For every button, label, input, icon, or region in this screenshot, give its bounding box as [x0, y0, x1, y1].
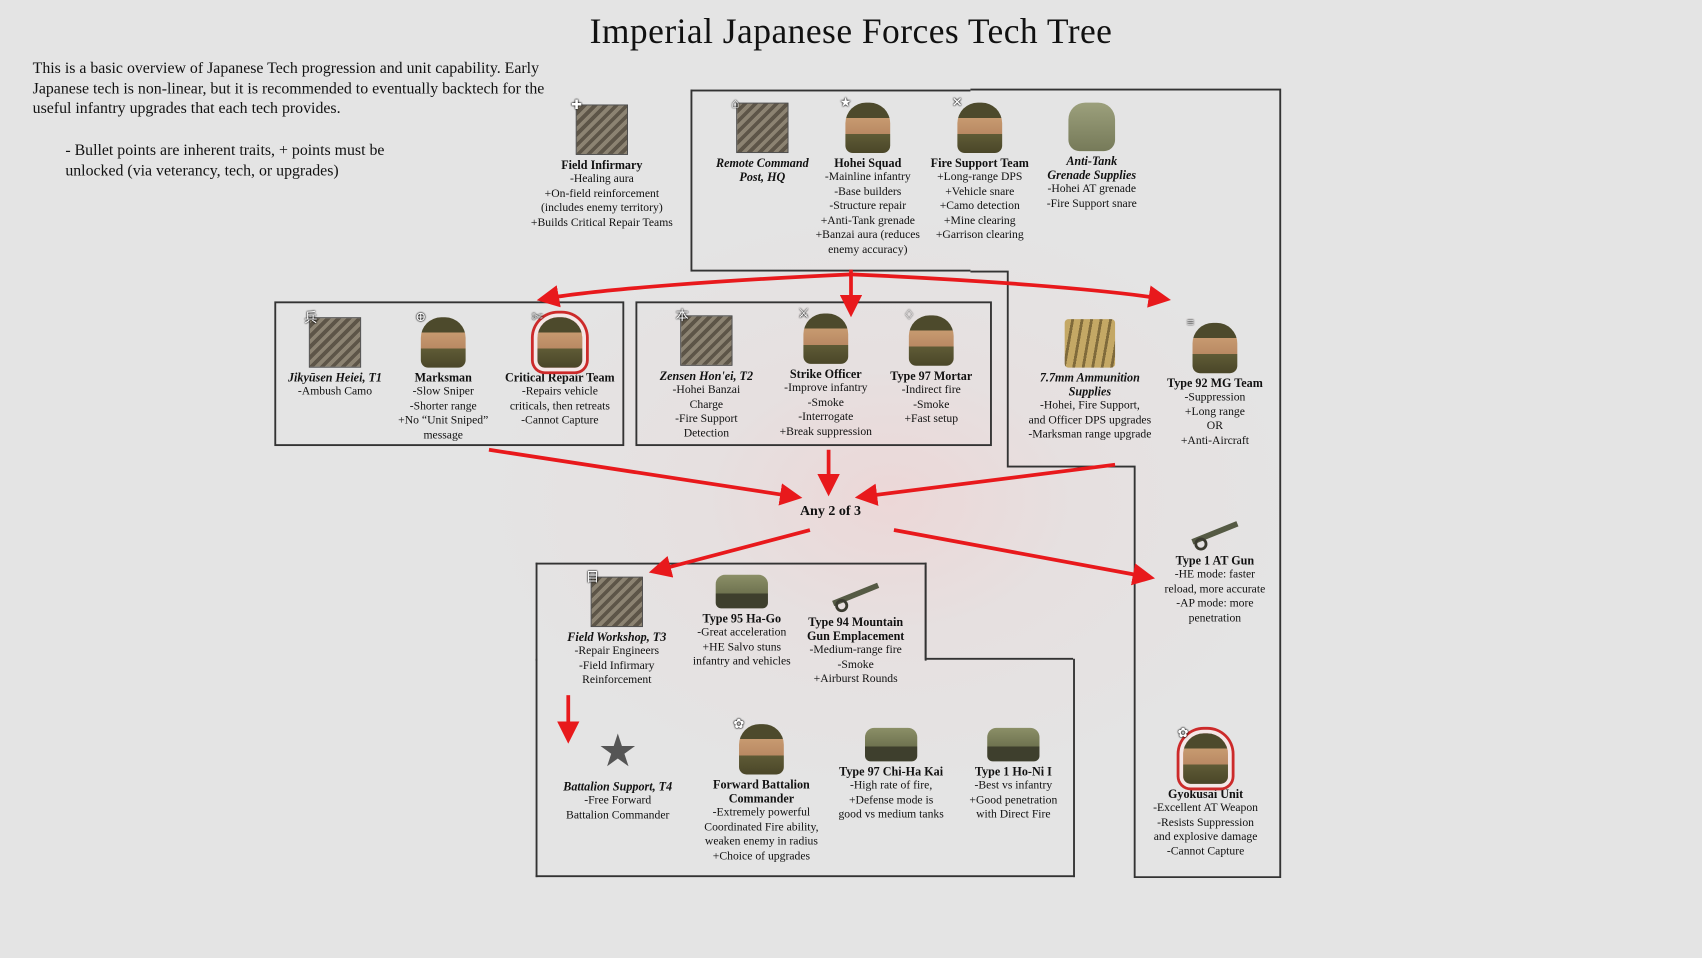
unit-desc: -Medium-range fire -Smoke +Airburst Roun… [809, 642, 902, 685]
t2-group-frame [635, 301, 992, 447]
unit-desc: -HE mode: faster reload, more accurate -… [1164, 567, 1266, 624]
unit-name: Remote Command Post, HQ [716, 155, 809, 184]
unit-name: Field Infirmary [561, 157, 643, 172]
unit-name: Critical Repair Team [505, 370, 615, 385]
hq-group-frame [690, 89, 971, 272]
unit-at-grenade-supplies[interactable]: Anti-Tank Grenade Supplies -Hohei AT gre… [1031, 102, 1152, 211]
unit-desc: -Suppression +Long range OR +Anti-Aircra… [1180, 390, 1249, 447]
connector-lines [488, 88, 1282, 879]
unit-type94-mountain-gun[interactable]: Type 94 Mountain Gun Emplacement -Medium… [797, 575, 915, 687]
unit-name: Type 97 Mortar [890, 368, 973, 383]
unit-strike-officer[interactable]: ⚔ Strike Officer -Improve infantry -Smok… [767, 307, 885, 439]
unit-desc: -Extremely powerful Coordinated Fire abi… [704, 805, 819, 862]
unit-name: Battalion Support, T4 [563, 779, 673, 794]
grenade-supplies-icon [1068, 102, 1116, 152]
mountain-gun-icon [828, 575, 884, 613]
commander-icon: ✿ [733, 718, 784, 775]
unit-desc: -Slow Sniper -Shorter range +No “Unit Sn… [398, 384, 489, 441]
unit-remote-command-post[interactable]: ⌂ Remote Command Post, HQ [702, 98, 823, 184]
mortar-icon: ♢ [903, 309, 954, 366]
unit-desc: -Repair Engineers -Field Infirmary Reinf… [574, 643, 660, 686]
unit-type1-honi[interactable]: Type 1 Ho-Ni I -Best vs infantry +Good p… [950, 727, 1077, 822]
hq-building-icon: ⌂ [732, 98, 789, 154]
t1-group-frame [274, 301, 625, 447]
unit-name: 7.7mm Ammunition Supplies [1039, 370, 1140, 399]
unit-name: Type 94 Mountain Gun Emplacement [806, 614, 905, 643]
page-title: Imperial Japanese Forces Tech Tree [589, 12, 1113, 52]
unit-desc: -Free Forward Battalion Commander [566, 793, 670, 821]
unit-field-workshop[interactable]: 目 Field Workshop, T3 -Repair Engineers -… [558, 572, 676, 688]
officer-icon: ⚔ [798, 307, 849, 364]
unit-forward-battalion-commander[interactable]: ✿ Forward Battalion Commander -Extremely… [692, 718, 830, 863]
unit-name: Type 97 Chi-Ha Kai [839, 764, 944, 779]
unit-gyokusai[interactable]: ✿ Gyokusai Unit -Excellent AT Weapon -Re… [1140, 727, 1271, 858]
tank-destroyer-icon [987, 727, 1040, 762]
unit-desc: -Hohei Banzai Charge -Fire Support Detec… [672, 382, 741, 440]
unit-zensen-honei[interactable]: 本 Zensen Hon'ei, T2 -Hohei Banzai Charge… [646, 310, 767, 440]
unit-desc: -High rate of fire, +Defense mode is goo… [838, 778, 944, 821]
unit-name: Zensen Hon'ei, T2 [659, 368, 754, 383]
unit-name: Field Workshop, T3 [567, 629, 667, 644]
legend-note: - Bullet points are inherent traits, + p… [65, 140, 385, 179]
unit-name: Hohei Squad [834, 155, 902, 170]
unit-name: Type 92 MG Team [1167, 376, 1263, 391]
unit-desc: -Indirect fire -Smoke +Fast setup [901, 382, 961, 425]
unit-desc: -Hohei, Fire Support, and Officer DPS up… [1028, 398, 1152, 441]
unit-field-infirmary[interactable]: ✚ Field Infirmary -Healing aura +On-fiel… [518, 99, 686, 230]
marksman-icon: ⊕ [415, 311, 466, 368]
unit-ammunition-supplies[interactable]: 7.7mm Ammunition Supplies -Hohei, Fire S… [1015, 319, 1164, 442]
unit-name: Jikyūsen Heiei, T1 [287, 370, 382, 385]
unit-hohei-squad[interactable]: ★ Hohei Squad -Mainline infantry -Base b… [807, 97, 928, 257]
light-tank-icon [715, 574, 768, 609]
at-gun-icon [1187, 513, 1243, 551]
barracks-icon: 兵 [304, 312, 362, 368]
unit-name: Marksman [414, 370, 472, 385]
ammunition-icon [1064, 319, 1116, 368]
unit-type1-at-gun[interactable]: Type 1 AT Gun -HE mode: faster reload, m… [1150, 513, 1281, 625]
unit-critical-repair-team[interactable]: ✄ Critical Repair Team -Repairs vehicle … [495, 311, 626, 428]
unit-desc: -Improve infantry -Smoke -Interrogate +B… [779, 380, 873, 438]
unit-type92-mg-team[interactable]: ≡ Type 92 MG Team -Suppression +Long ran… [1157, 317, 1273, 448]
unit-name: Type 1 Ho-Ni I [974, 764, 1052, 779]
unit-jikyusen-heiei[interactable]: 兵 Jikyūsen Heiei, T1 -Ambush Camo [276, 312, 394, 399]
intro-text: This is a basic overview of Japanese Tec… [32, 58, 545, 117]
unit-desc: -Best vs infantry +Good penetration with… [969, 778, 1058, 821]
infantry-icon: ★ [840, 97, 891, 154]
unit-name: Anti-Tank Grenade Supplies [1047, 153, 1137, 182]
unit-name: Fire Support Team [930, 155, 1029, 170]
unit-type97-chiha-kai[interactable]: Type 97 Chi-Ha Kai -High rate of fire, +… [825, 727, 958, 822]
workshop-icon: 目 [586, 572, 643, 628]
gyokusai-icon: ✿ [1178, 727, 1228, 784]
t4-group-frame [535, 658, 1075, 878]
any-two-of-three-label: Any 2 of 3 [799, 503, 861, 519]
unit-name: Strike Officer [789, 366, 862, 381]
unit-desc: +Long-range DPS +Vehicle snare +Camo det… [935, 169, 1024, 241]
unit-marksman[interactable]: ⊕ Marksman -Slow Sniper -Shorter range +… [387, 311, 499, 442]
unit-desc: -Repairs vehicle criticals, then retreat… [509, 384, 610, 427]
unit-type97-mortar[interactable]: ♢ Type 97 Mortar -Indirect fire -Smoke +… [877, 309, 985, 426]
unit-desc: -Great acceleration +HE Salvo stuns infa… [692, 625, 791, 668]
unit-desc: -Excellent AT Weapon -Resists Suppressio… [1153, 800, 1259, 858]
unit-desc: -Mainline infantry -Base builders -Struc… [815, 169, 920, 256]
fire-support-icon: ✕ [952, 97, 1003, 154]
battalion-star-icon: ★ [597, 726, 638, 777]
unit-name: Forward Battalion Commander [713, 777, 810, 806]
unit-name: Gyokusai Unit [1167, 786, 1244, 801]
unit-name: Type 1 AT Gun [1175, 553, 1255, 568]
unit-desc: -Ambush Camo [297, 384, 373, 398]
medical-building-icon: ✚ [571, 99, 628, 155]
unit-battalion-support[interactable]: ★ Battalion Support, T4 -Free Forward Ba… [552, 726, 683, 822]
unit-name: Type 95 Ha-Go [702, 611, 782, 626]
command-building-icon: 本 [676, 310, 733, 366]
unit-fire-support-team[interactable]: ✕ Fire Support Team +Long-range DPS +Veh… [919, 97, 1040, 243]
unit-desc: -Hohei AT grenade -Fire Support snare [1046, 181, 1137, 210]
machine-gun-icon: ≡ [1187, 317, 1238, 374]
unit-type95-hago[interactable]: Type 95 Ha-Go -Great acceleration +HE Sa… [679, 574, 804, 669]
repair-team-icon: ✄ [532, 311, 583, 368]
medium-tank-icon [864, 727, 918, 762]
unit-desc: -Healing aura +On-field reinforcement (i… [530, 171, 673, 229]
